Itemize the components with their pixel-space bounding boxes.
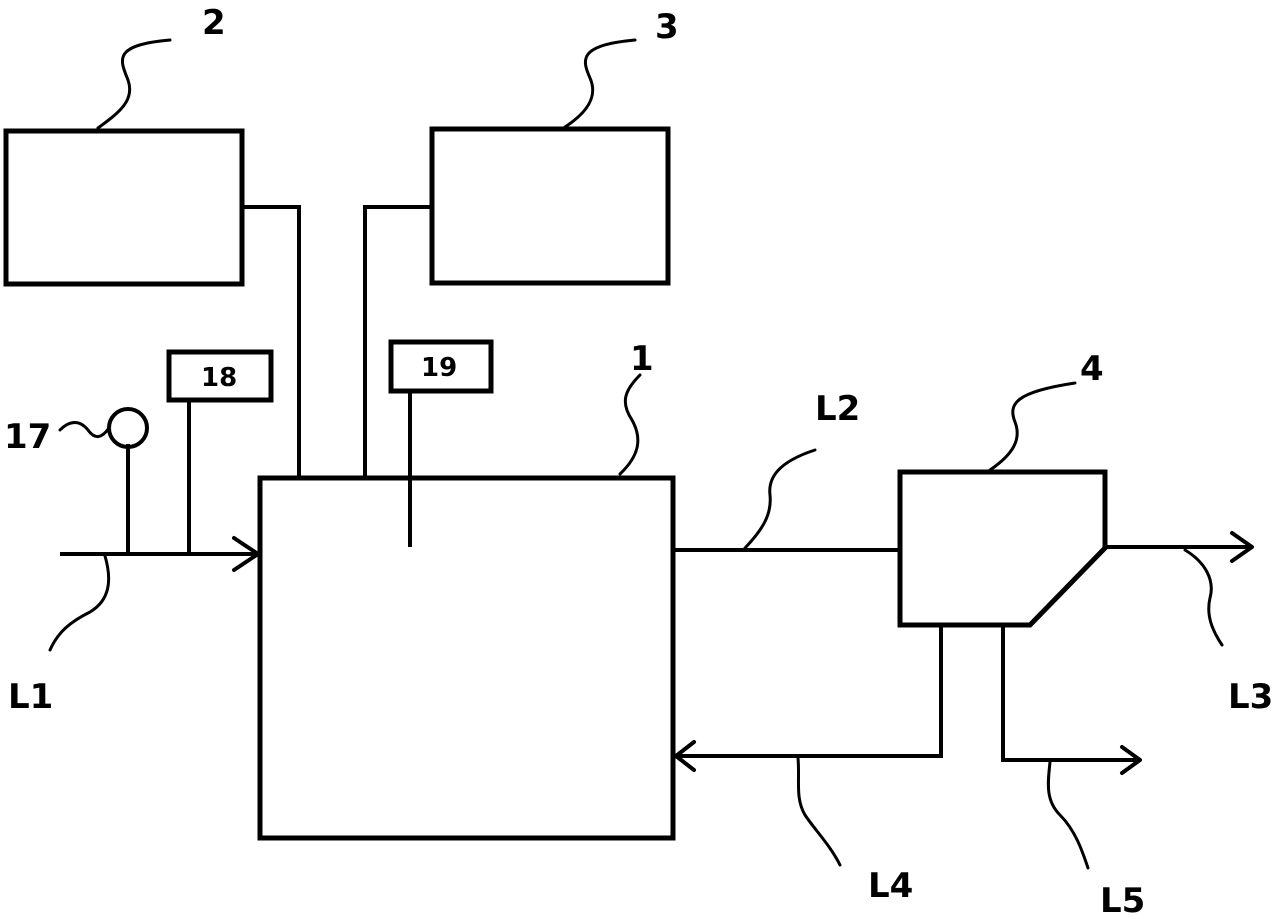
label-unit-2: 2 — [202, 3, 226, 43]
label-meter-19: 19 — [421, 353, 457, 383]
label-meter-18: 18 — [201, 363, 237, 393]
outlet-L5-arrow-head — [1120, 745, 1142, 775]
label-line-L1: L1 — [8, 677, 53, 717]
label-unit-1: 1 — [630, 339, 654, 379]
label-unit-3: 3 — [655, 7, 679, 47]
leader-unit-3 — [563, 38, 637, 129]
unit-3-box — [429, 126, 671, 286]
meter-18-box — [166, 349, 274, 403]
line-box2-to-vessel — [240, 205, 301, 480]
leader-unit-4 — [988, 381, 1077, 472]
leader-unit-2 — [96, 38, 172, 130]
label-line-L5: L5 — [1100, 881, 1145, 919]
unit-1-box — [257, 475, 676, 841]
leader-L4 — [796, 756, 842, 867]
unit-4-separator — [897, 469, 1108, 628]
meter-19-box — [388, 339, 494, 394]
label-line-L3: L3 — [1228, 677, 1273, 717]
leader-unit-1 — [618, 373, 642, 476]
leader-sensor-17 — [58, 421, 111, 438]
leader-L2 — [743, 448, 817, 550]
outlet-line-L5 — [1001, 623, 1140, 762]
leader-L1 — [48, 554, 111, 652]
inlet-arrow-head — [232, 536, 260, 572]
label-unit-4: 4 — [1080, 349, 1104, 389]
label-sensor-17: 17 — [4, 417, 51, 457]
recycle-line-L4 — [676, 623, 943, 758]
line-box3-to-vessel — [363, 205, 434, 480]
unit-2-box — [3, 128, 245, 287]
sensor-17-icon — [107, 407, 149, 449]
leader-L3 — [1183, 548, 1224, 647]
recycle-L4-arrow-head — [674, 740, 696, 772]
label-line-L2: L2 — [815, 389, 860, 429]
outlet-L3-arrow-head — [1230, 531, 1254, 563]
label-line-L4: L4 — [868, 866, 913, 906]
leader-L5 — [1046, 760, 1090, 870]
